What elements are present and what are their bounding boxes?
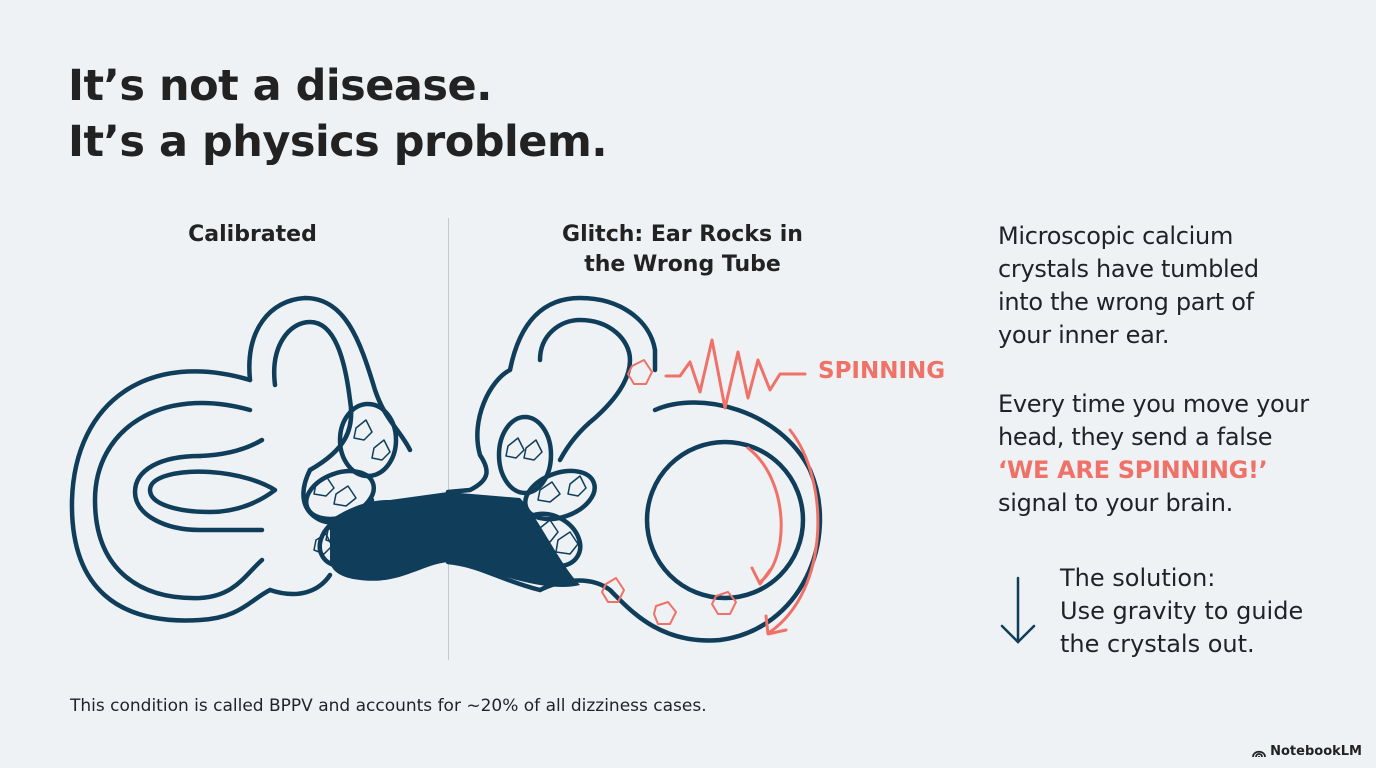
flow-arrow-inner: [746, 446, 783, 584]
flow-arrow-outer: [768, 428, 820, 634]
spinning-highlight: ‘WE ARE SPINNING!’: [998, 456, 1268, 484]
glitch-label-line-1: Glitch: Ear Rocks in: [562, 222, 803, 247]
glitch-ear-illustration: [445, 295, 823, 643]
panel-divider: [448, 218, 449, 660]
explanation-paragraph-2: Every time you move your head, they send…: [998, 388, 1309, 520]
down-arrow-icon: [1000, 576, 1036, 644]
solution-line: Use gravity to guide: [1060, 597, 1304, 625]
para2-line: head, they send a false: [998, 423, 1273, 451]
glitch-label-line-2: the Wrong Tube: [584, 252, 781, 277]
title-line-2: It’s a physics problem.: [68, 117, 608, 167]
solution-line: The solution:: [1060, 564, 1216, 592]
notebooklm-brand: NotebookLM: [1252, 744, 1362, 759]
displaced-crystal-icon: [627, 359, 653, 385]
spinning-wave-icon: [664, 338, 807, 410]
spinning-signal: [601, 338, 820, 636]
calibrated-label: Calibrated: [188, 222, 317, 247]
crystal-icons: [313, 419, 587, 555]
solution-line: the crystals out.: [1060, 630, 1255, 658]
title-line-1: It’s not a disease.: [68, 61, 493, 111]
glitch-label: Glitch: Ear Rocks in the Wrong Tube: [540, 220, 825, 280]
footer-note: This condition is called BPPV and accoun…: [70, 696, 707, 716]
para2-line: Every time you move your: [998, 390, 1309, 418]
explanation-paragraph-1: Microscopic calcium crystals have tumble…: [998, 220, 1259, 352]
para2-line: signal to your brain.: [998, 489, 1233, 517]
brand-label: NotebookLM: [1270, 744, 1362, 759]
para1-line: your inner ear.: [998, 321, 1170, 349]
slide-title: It’s not a disease. It’s a physics probl…: [68, 58, 608, 170]
notebooklm-logo-icon: [1252, 750, 1267, 757]
para1-line: Microscopic calcium: [998, 222, 1234, 250]
para1-line: into the wrong part of: [998, 288, 1254, 316]
left-fluid-channel: [330, 492, 448, 581]
solution-text: The solution: Use gravity to guide the c…: [1060, 562, 1303, 661]
para1-line: crystals have tumbled: [998, 255, 1259, 283]
spinning-tag: SPINNING: [818, 358, 946, 384]
right-fluid-channel: [448, 492, 580, 587]
